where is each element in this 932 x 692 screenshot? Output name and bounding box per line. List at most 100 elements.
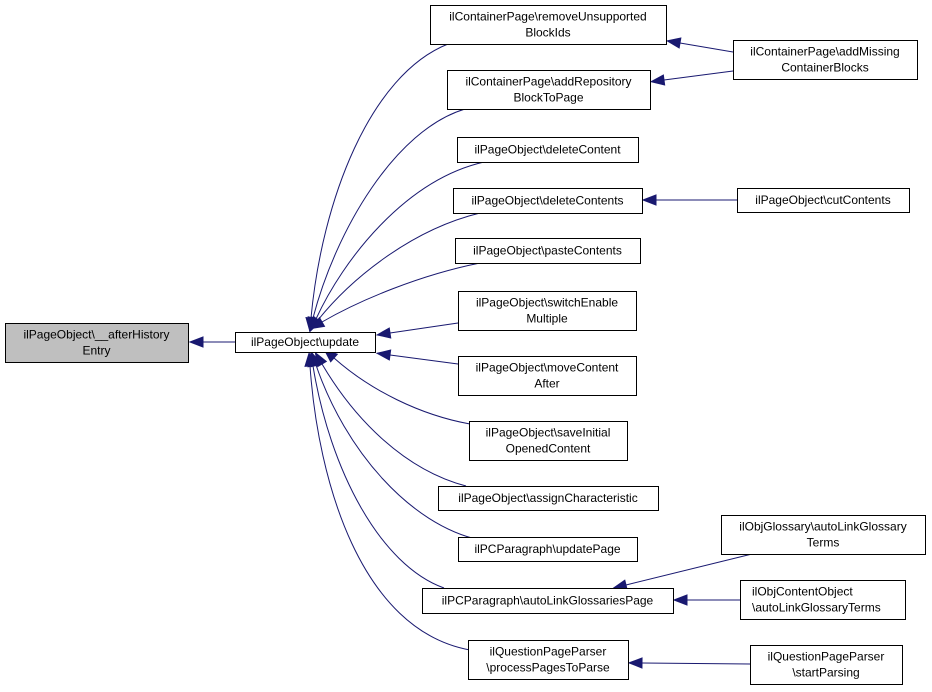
arrowhead-icon	[665, 37, 682, 49]
edge-line	[679, 42, 734, 53]
node-label-line: ilObjGlossary\autoLinkGlossary	[739, 520, 906, 534]
node-update[interactable]: ilPageObject\update	[235, 332, 376, 353]
node-box	[740, 580, 906, 620]
arrowhead-icon	[641, 194, 657, 206]
node-label-line: ilPageObject\deleteContent	[474, 143, 621, 157]
edge-line	[309, 365, 471, 651]
node-label-line: \startParsing	[792, 666, 859, 680]
edge-line	[315, 364, 481, 541]
edge-line	[310, 43, 449, 319]
arrowhead-icon	[375, 327, 392, 339]
edge-contentObjectAutoLinkGlossaryTerms-to-autoLinkGlossariesPage	[672, 594, 740, 606]
node-label-line: ilContainerPage\addMissing	[750, 45, 899, 59]
node-contentObjectAutoLinkGlossaryTerms[interactable]: ilObjContentObject\autoLinkGlossaryTerms	[740, 580, 906, 620]
edge-updatePage-to-update	[310, 351, 481, 541]
arrowhead-icon	[375, 349, 392, 361]
node-label-line: ilPageObject\switchEnable	[476, 296, 618, 310]
node-box	[468, 640, 629, 680]
edge-saveInitialOpenedContent-to-update	[323, 348, 471, 425]
arrowhead-icon	[672, 594, 688, 606]
node-box	[447, 70, 651, 110]
node-label-line: ilPageObject\saveInitial	[486, 426, 611, 440]
edges-layer	[188, 37, 753, 669]
node-box	[458, 291, 637, 331]
node-label-line: Terms	[807, 536, 840, 550]
node-label-line: ilContainerPage\removeUnsupported	[449, 10, 646, 24]
node-box	[422, 588, 674, 614]
node-box	[733, 40, 918, 80]
node-addMissingContainerBlocks[interactable]: ilContainerPage\addMissingContainerBlock…	[733, 40, 918, 80]
node-label-line: ContainerBlocks	[781, 61, 868, 75]
edge-addRepositoryBlockToPage-to-update	[307, 108, 466, 332]
node-label-line: ilPCParagraph\updatePage	[474, 542, 620, 556]
node-cutContents[interactable]: ilPageObject\cutContents	[737, 188, 910, 213]
edge-line	[389, 322, 459, 334]
node-updatePage[interactable]: ilPCParagraph\updatePage	[458, 537, 638, 562]
node-deleteContent[interactable]: ilPageObject\deleteContent	[457, 137, 639, 163]
edge-cutContents-to-deleteContents	[641, 194, 737, 206]
edge-pasteContents-to-update	[309, 262, 481, 330]
edge-update-to-afterHistoryEntry	[188, 336, 235, 348]
node-label-line: \processPagesToParse	[486, 661, 610, 675]
node-label-line: Multiple	[526, 312, 568, 326]
node-label-line: ilPageObject\__afterHistory	[23, 328, 169, 342]
edge-addMissingContainerBlocks-to-addRepositoryBlockToPage	[649, 70, 734, 86]
node-label-line: ilQuestionPageParser	[490, 645, 607, 659]
nodes-layer: ilPageObject\__afterHistoryEntryilPageOb…	[5, 5, 926, 685]
node-label-line: ilContainerPage\addRepository	[465, 75, 631, 89]
node-processPagesToParse[interactable]: ilQuestionPageParser \processPagesToParse	[468, 640, 629, 680]
node-label-line: ilPageObject\pasteContents	[473, 244, 622, 258]
edge-deleteContents-to-update	[309, 212, 481, 332]
node-label-line: ilPageObject\assignCharacteristic	[458, 491, 637, 505]
node-box	[737, 188, 910, 213]
node-box	[469, 421, 628, 461]
arrowhead-icon	[649, 74, 666, 86]
node-label-line: ilQuestionPageParser	[768, 650, 885, 664]
node-label-line: ilPageObject\moveContent	[476, 361, 619, 375]
node-pasteContents[interactable]: ilPageObject\pasteContents	[455, 238, 641, 264]
node-glossaryAutoLinkGlossaryTerms[interactable]: ilObjGlossary\autoLinkGlossaryTerms	[721, 515, 926, 555]
edge-line	[389, 354, 459, 365]
node-box	[458, 537, 638, 562]
node-label-line: ilPageObject\deleteContents	[471, 194, 623, 208]
node-label-line: ilObjContentObject	[752, 585, 853, 599]
node-box	[235, 332, 376, 353]
node-box	[455, 238, 641, 264]
node-box	[750, 645, 903, 685]
edge-line	[641, 662, 751, 665]
node-box	[430, 5, 667, 45]
node-label-line: ilPCParagraph\autoLinkGlossariesPage	[442, 594, 654, 608]
node-assignCharacteristic[interactable]: ilPageObject\assignCharacteristic	[438, 486, 659, 511]
node-label-line: After	[534, 377, 559, 391]
arrowhead-icon	[309, 316, 326, 330]
edge-line	[321, 363, 467, 487]
node-box	[721, 515, 926, 555]
node-box	[458, 356, 637, 396]
edge-line	[663, 70, 734, 81]
node-deleteContents[interactable]: ilPageObject\deleteContents	[453, 188, 643, 214]
node-label-line: BlockIds	[525, 26, 570, 40]
edge-line	[333, 357, 471, 425]
edge-moveContentAfter-to-update	[375, 349, 459, 365]
node-label-line: ilPageObject\cutContents	[755, 193, 890, 207]
edge-addMissingContainerBlocks-to-removeUnsupportedBlockIds	[665, 37, 734, 53]
node-startParsing[interactable]: ilQuestionPageParser \startParsing	[750, 645, 903, 685]
edge-line	[312, 365, 445, 589]
node-box	[5, 323, 189, 363]
node-removeUnsupportedBlockIds[interactable]: ilContainerPage\removeUnsupportedBlockId…	[430, 5, 667, 45]
node-label-line: ilPageObject\update	[251, 335, 359, 349]
edge-startParsing-to-processPagesToParse	[627, 657, 751, 669]
arrowhead-icon	[188, 336, 204, 348]
node-autoLinkGlossariesPage[interactable]: ilPCParagraph\autoLinkGlossariesPage	[422, 588, 674, 614]
edge-line	[312, 108, 466, 319]
edge-removeUnsupportedBlockIds-to-update	[305, 43, 449, 333]
edge-assignCharacteristic-to-update	[314, 351, 467, 487]
node-label-line: OpenedContent	[506, 442, 591, 456]
arrowhead-icon	[627, 657, 643, 669]
